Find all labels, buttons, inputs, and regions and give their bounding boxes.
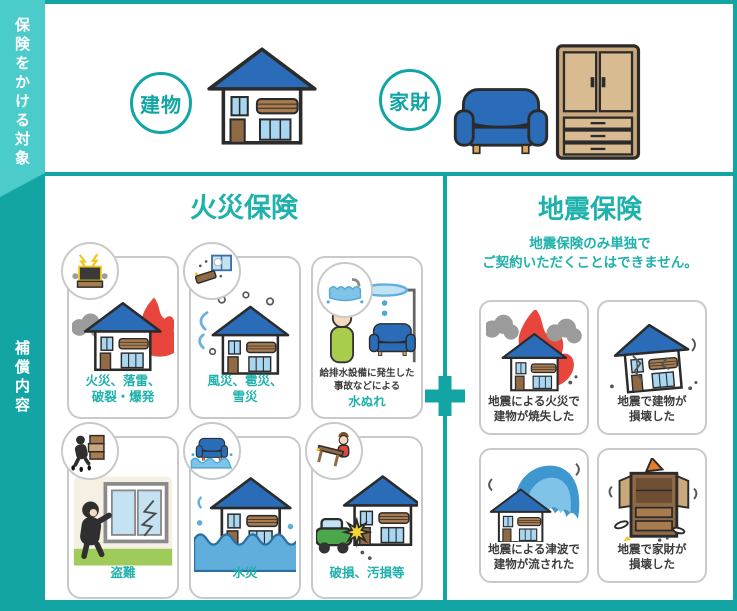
fire-panel-theft: 盗難 xyxy=(61,422,179,599)
panel-caption: 地震による火災で建物が焼失した xyxy=(488,393,580,424)
quake-fire-house-icon xyxy=(486,310,582,392)
tsunami-house-icon xyxy=(488,463,580,542)
fire-panel-wind-hail-snow: 風災、雹災、雪災 xyxy=(183,242,301,419)
sofa-icon xyxy=(453,88,549,155)
panel-caption: 水災 xyxy=(232,564,258,580)
speech-bubble xyxy=(61,242,119,300)
panel-caption: 給排水設備に発生した 事故などによる 水ぬれ xyxy=(319,368,415,409)
wardrobe-icon xyxy=(555,44,641,160)
fire-panel-breakage: 破損、汚損等 xyxy=(305,422,423,599)
sidebar-coverage-label: 補償内容 xyxy=(13,340,31,416)
speech-bubble xyxy=(183,242,241,300)
speech-bubble xyxy=(183,422,241,480)
panel-caption: 破損、汚損等 xyxy=(329,564,405,580)
panel-caption: 地震で建物が損壊した xyxy=(617,393,687,424)
car-crash-house-icon xyxy=(316,475,418,560)
tv-lightning-icon xyxy=(72,253,108,288)
earthquake-panel-contents: 地震で家財が損壊した xyxy=(597,448,707,583)
earthquake-insurance-note: 地震保険のみ単独で ご契約いただくことはできません。 xyxy=(482,236,698,271)
sidebar-insured-target: 保険をかける対象 xyxy=(0,0,45,197)
frame-border-bottom xyxy=(0,600,737,611)
frame-border-top xyxy=(45,0,737,4)
sidebar-coverage: 補償内容 xyxy=(0,170,45,611)
fire-panel-flood: 水災 xyxy=(183,422,301,599)
earthquake-insurance-title: 地震保険 xyxy=(537,195,642,225)
earthquake-panel-tsunami: 地震による津波で建物が流された xyxy=(479,448,589,583)
panel-caption: 盗難 xyxy=(110,564,136,580)
burning-house-icon xyxy=(72,297,174,372)
earthquake-panel-collapse: 地震で建物が損壊した xyxy=(597,300,707,435)
contents-label: 家財 xyxy=(389,89,431,114)
panel-caption: 地震による津波で建物が流された xyxy=(488,541,580,572)
flooded-house-icon xyxy=(194,477,296,572)
speech-bubble xyxy=(305,422,363,480)
frame-border-right xyxy=(733,0,737,611)
hail-window-icon xyxy=(194,254,232,284)
building-label-circle: 建物 xyxy=(130,72,192,134)
storm-house-icon xyxy=(198,291,290,375)
panel-caption: 地震で家財が損壊した xyxy=(617,541,687,572)
thief-carrying-icon xyxy=(71,434,105,472)
fire-panel-fire-lightning: 火災、落雷、破裂・爆発 xyxy=(61,242,179,419)
overflowing-sink-icon xyxy=(326,278,364,304)
panel-caption: 風災、雹災、雪災 xyxy=(207,372,283,404)
fire-panel-water-leak: 給排水設備に発生した 事故などによる 水ぬれ xyxy=(311,256,423,419)
house-icon xyxy=(207,47,317,145)
plus-icon xyxy=(425,376,465,416)
earthquake-panel-fire: 地震による火災で建物が焼失した xyxy=(479,300,589,435)
contents-label-circle: 家財 xyxy=(379,69,441,131)
quake-damaged-cabinet-icon xyxy=(608,458,698,542)
speech-bubble xyxy=(61,422,119,480)
speech-bubble xyxy=(317,262,373,318)
child-table-icon xyxy=(315,432,350,467)
building-label: 建物 xyxy=(140,92,182,117)
quake-damaged-house-icon xyxy=(610,320,698,394)
floating-sofa-icon xyxy=(190,437,233,469)
sidebar-insured-target-label: 保険をかける対象 xyxy=(13,17,31,169)
fire-insurance-title: 火災保険 xyxy=(190,193,298,224)
burglar-window-icon xyxy=(73,476,173,566)
panel-caption: 火災、落雷、破裂・爆発 xyxy=(85,372,161,404)
section-divider-horizontal xyxy=(45,172,737,176)
